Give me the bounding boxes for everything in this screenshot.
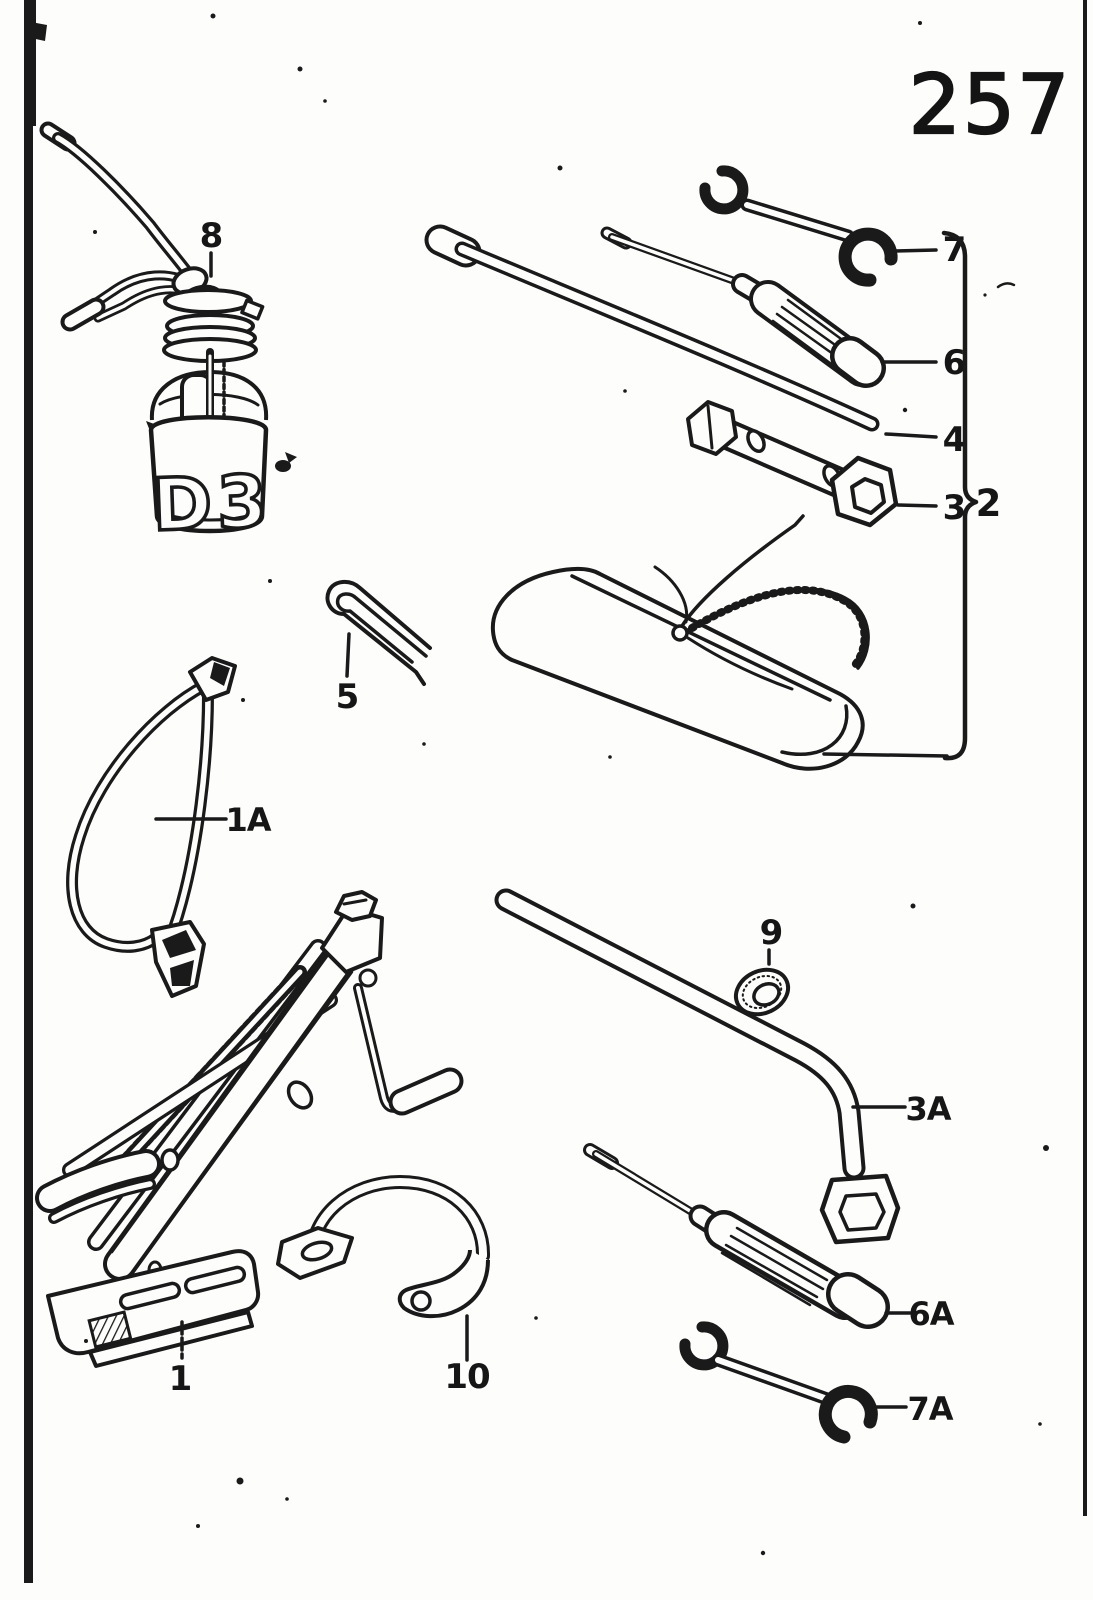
callout-3a-label: 3A (905, 1090, 951, 1128)
box-spanner-drawing (686, 400, 899, 528)
scan-border-left (24, 0, 47, 1583)
callout-9: 9 (760, 913, 783, 966)
callout-4-label: 4 (943, 420, 966, 460)
callout-1-label: 1 (169, 1359, 192, 1399)
scan-noise (84, 13, 1049, 1556)
callout-3: 3 (896, 488, 966, 528)
callout-5: 5 (336, 632, 359, 717)
jack-drawing (35, 890, 464, 1368)
tool-bag-drawing (490, 514, 949, 771)
callout-6a-label: 6A (908, 1295, 954, 1333)
page-number: 257 (909, 58, 1072, 153)
callout-8-label: 8 (200, 216, 223, 256)
callout-5-label: 5 (336, 677, 359, 717)
callout-7a-label: 7A (907, 1390, 953, 1428)
callout-6: 6 (880, 343, 966, 383)
callout-7a: 7A (875, 1390, 955, 1428)
group-bracket (941, 230, 1016, 761)
callout-1a: 1A (154, 801, 273, 839)
wrench-7a-drawing (679, 1321, 878, 1444)
scan-border-right (1083, 0, 1087, 1516)
callout-2-label: 2 (976, 482, 1001, 525)
wrench-7-drawing (699, 165, 898, 287)
callout-1a-label: 1A (225, 801, 271, 839)
callout-9-label: 9 (760, 913, 783, 953)
screwdriver-6-drawing (600, 226, 886, 388)
tire-lever-drawing (424, 224, 880, 432)
ring-drawing (733, 967, 791, 1017)
callout-1: 1 (169, 1320, 192, 1399)
screwdriver-6a-drawing (583, 1143, 890, 1329)
callout-10-label: 10 (444, 1357, 490, 1397)
callout-6-label: 6 (943, 343, 966, 383)
callout-10: 10 (444, 1314, 491, 1397)
callout-8: 8 (200, 216, 223, 278)
clamp-band-drawing (276, 1175, 491, 1319)
clip-drawing (325, 580, 432, 686)
callout-4: 4 (884, 420, 967, 460)
lug-wrench-drawing (494, 888, 901, 1245)
callout-2: 2 (976, 482, 1002, 525)
oil-can-marking: D3 (151, 459, 274, 547)
callout-3a: 3A (851, 1090, 953, 1128)
callout-3-label: 3 (943, 488, 966, 528)
oil-can-drawing: D3 (39, 121, 291, 549)
callout-6a: 6A (884, 1295, 956, 1333)
strap-drawing (66, 656, 237, 998)
